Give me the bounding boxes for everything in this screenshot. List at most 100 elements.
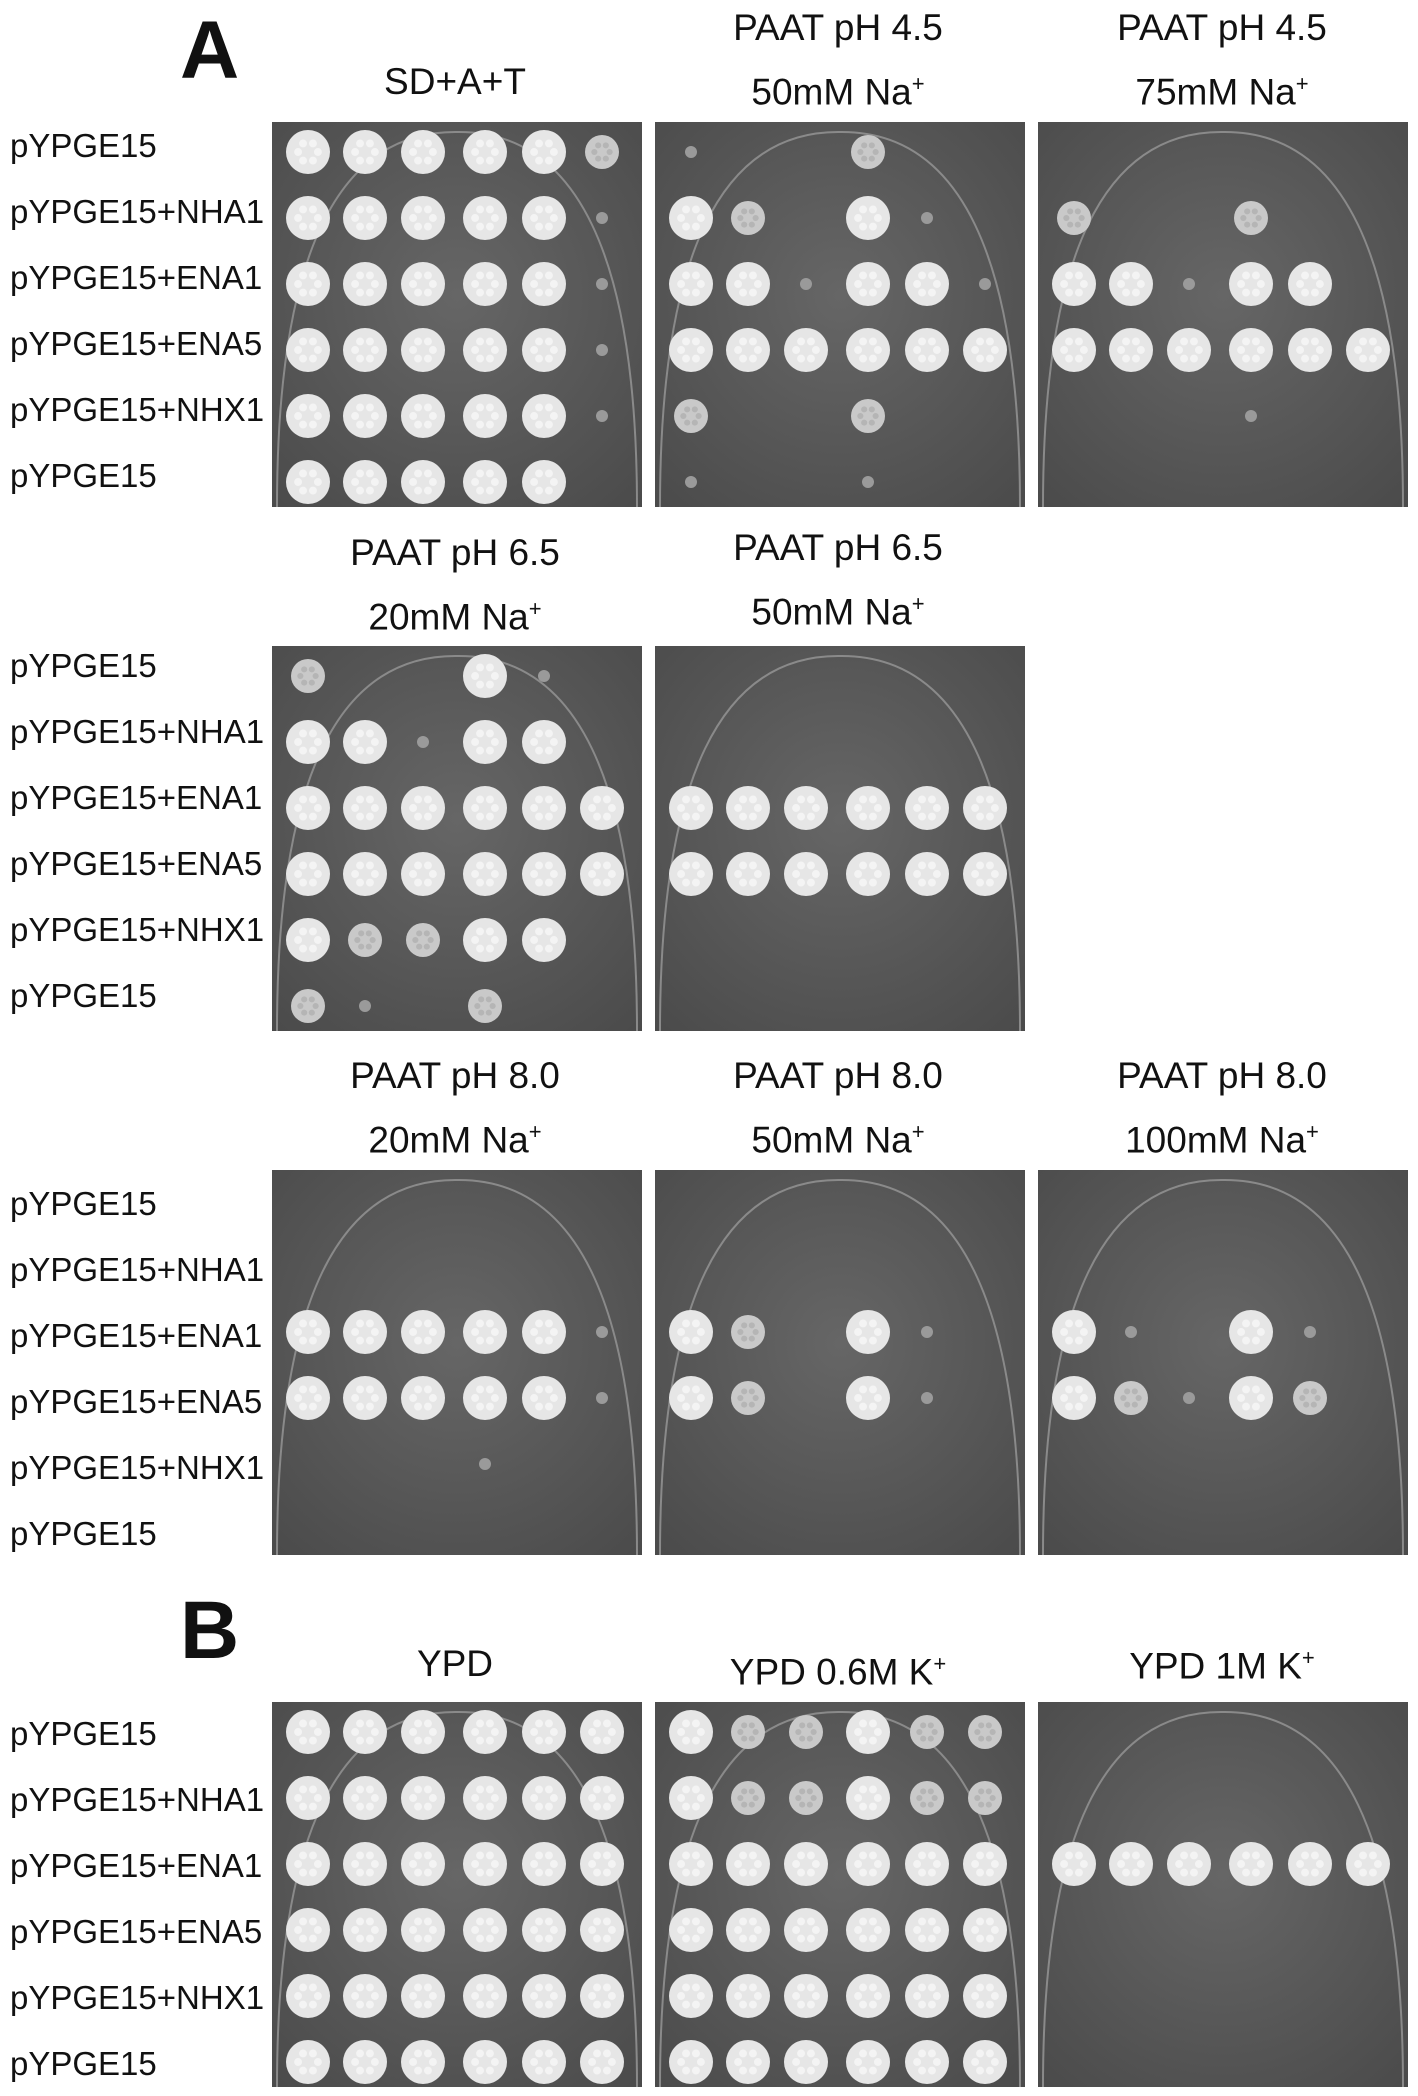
colony-texture: [857, 148, 864, 156]
colony-texture: [535, 156, 544, 165]
colony-texture: [356, 1917, 365, 1926]
colony-texture: [312, 672, 319, 680]
colony-texture: [356, 861, 365, 870]
colony-texture: [1122, 337, 1131, 346]
colony-texture: [308, 156, 317, 165]
colony-texture: [1359, 1868, 1368, 1877]
yeast-spot: [286, 1776, 330, 1820]
colony-texture: [370, 148, 379, 156]
colony-texture: [308, 1934, 317, 1943]
colony-texture: [748, 2000, 757, 2009]
colony-texture: [414, 812, 423, 821]
colony-texture: [1122, 1868, 1131, 1877]
colony-texture: [423, 1785, 432, 1794]
yeast-spot: [1229, 328, 1273, 372]
colony-texture: [868, 1868, 877, 1877]
yeast-spot: [596, 344, 608, 356]
yeast-spot: [669, 1908, 713, 1952]
colony-texture: [602, 2049, 611, 2058]
colony-texture: [682, 222, 691, 231]
yeast-spot: [1304, 1326, 1316, 1338]
colony-texture: [748, 795, 757, 804]
colony-texture: [308, 666, 315, 673]
colony-texture: [595, 142, 602, 149]
yeast-spot: [1109, 1842, 1153, 1886]
colony-texture: [976, 2066, 985, 2075]
colony-texture: [1373, 1860, 1382, 1868]
colony-texture: [985, 2049, 994, 2058]
colony-texture: [476, 729, 485, 738]
yeast-spot: [726, 1908, 770, 1952]
colony-texture: [356, 1983, 365, 1992]
colony-texture: [739, 271, 748, 280]
colony-texture: [308, 2000, 317, 2009]
colony-texture: [1354, 346, 1363, 354]
colony-texture: [1359, 1851, 1368, 1860]
colony-texture: [737, 214, 744, 222]
colony-texture: [313, 478, 322, 486]
colony-texture: [313, 1728, 322, 1736]
colony-texture: [1065, 271, 1074, 280]
colony-texture: [682, 1851, 691, 1860]
yeast-spot: [905, 262, 949, 306]
colony-texture: [868, 1336, 877, 1345]
colony-texture: [976, 1868, 985, 1877]
strain-label: pYPGE15+ENA1: [10, 1847, 263, 1884]
colony-texture: [1067, 208, 1074, 215]
colony-texture: [308, 679, 315, 686]
colony-texture: [918, 354, 927, 363]
colony-texture: [308, 1385, 317, 1394]
colony-texture: [1359, 337, 1368, 346]
yeast-spot: [286, 196, 330, 240]
colony-texture: [308, 1319, 317, 1328]
colony-texture: [873, 1860, 882, 1868]
colony-texture: [409, 1394, 418, 1402]
colony-texture: [414, 222, 423, 231]
colony-texture: [308, 271, 317, 280]
colony-texture: [414, 486, 423, 495]
colony-texture: [873, 2058, 882, 2066]
yeast-spot: [463, 852, 507, 896]
yeast-spot: [286, 786, 330, 830]
colony-texture: [739, 878, 748, 887]
colony-texture: [691, 1785, 700, 1794]
colony-texture: [1135, 1394, 1142, 1402]
yeast-spot: [522, 394, 566, 438]
yeast-spot: [1109, 262, 1153, 306]
colony-texture: [308, 337, 317, 346]
colony-texture: [299, 156, 308, 165]
colony-texture: [1078, 214, 1085, 222]
yeast-spot: [726, 2040, 770, 2084]
colony-texture: [741, 1735, 748, 1742]
colony-texture: [1251, 221, 1258, 228]
colony-texture: [741, 221, 748, 228]
condition-title: PAAT pH 8.0 20mM Na+: [350, 1055, 560, 1161]
colony-texture: [854, 1394, 863, 1402]
colony-texture: [476, 1785, 485, 1794]
colony-texture: [797, 1983, 806, 1992]
colony-texture: [792, 2058, 801, 2066]
yeast-spot: [910, 1715, 944, 1749]
colony-texture: [365, 403, 374, 412]
colony-texture: [971, 1992, 980, 2000]
colony-texture: [607, 1794, 616, 1802]
colony-texture: [593, 861, 602, 870]
yeast-spot: [846, 1842, 890, 1886]
colony-texture: [868, 406, 875, 413]
colony-texture: [1251, 208, 1258, 215]
colony-texture: [299, 1719, 308, 1728]
colony-texture: [476, 1385, 485, 1394]
yeast-spot: [1346, 328, 1390, 372]
colony-texture: [476, 420, 485, 429]
colony-texture: [739, 1851, 748, 1860]
yeast-spot: [905, 328, 949, 372]
yeast-spot: [596, 212, 608, 224]
colony-texture: [868, 1934, 877, 1943]
colony-texture: [1117, 346, 1126, 354]
colony-texture: [476, 746, 485, 755]
yeast-spot: [343, 262, 387, 306]
colony-texture: [691, 1719, 700, 1728]
colony-texture: [932, 280, 941, 288]
colony-texture: [927, 1983, 936, 1992]
colony-texture: [476, 795, 485, 804]
